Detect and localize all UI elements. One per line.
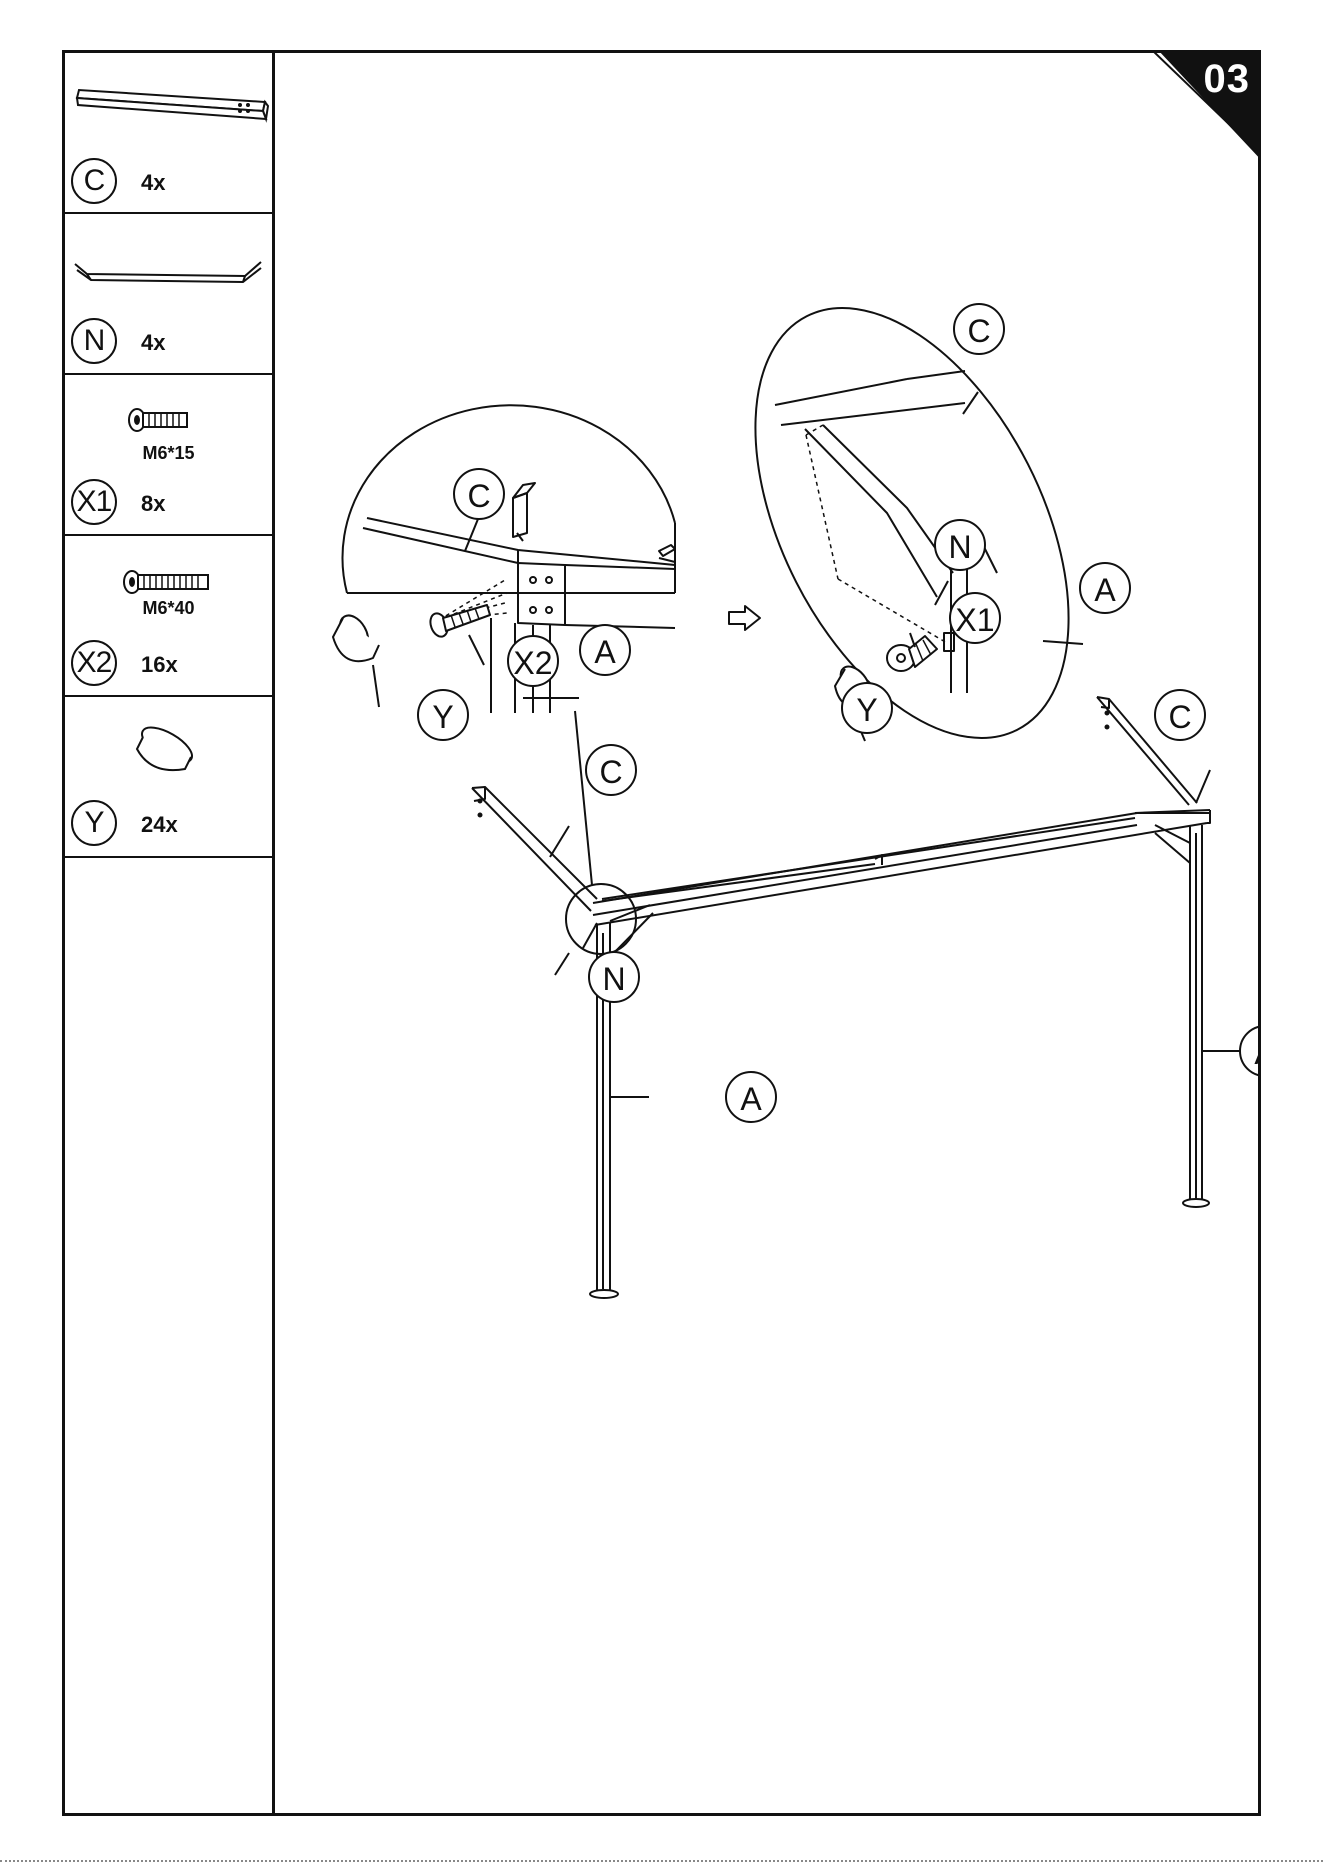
detail-circle-right [691, 257, 1133, 788]
instruction-sheet: C 4x N 4x M6 [62, 50, 1261, 1816]
arrow-right-icon [729, 606, 760, 630]
part-qty-x2: 16x [141, 652, 178, 678]
part-qty-c: 4x [141, 170, 165, 196]
part-qty-y: 24x [141, 812, 178, 838]
part-letter: N [84, 326, 105, 356]
part-letter: C [84, 166, 105, 196]
callout-c-detail-right: C [967, 313, 990, 349]
part-spec-x2: M6*40 [65, 598, 272, 619]
callout-c-detail-left: C [467, 478, 490, 514]
callout-c-frame-left: C [599, 754, 622, 790]
step-number: 03 [1204, 57, 1251, 102]
detail-circle-left [342, 405, 675, 593]
callout-x2: X2 [513, 645, 552, 681]
callout-n-frame: N [602, 961, 625, 997]
part-badge-x2: X2 [71, 640, 117, 686]
part-row-c: C 4x [65, 53, 272, 214]
callout-y-right: Y [856, 692, 877, 728]
callout-n-detail-right: N [948, 529, 971, 565]
part-badge-n: N [71, 318, 117, 364]
part-qty-x1: 8x [141, 491, 165, 517]
callout-x1: X1 [955, 602, 994, 638]
part-row-n: N 4x [65, 214, 272, 375]
callout-a-frame-right: A [1254, 1035, 1258, 1071]
part-letter: X1 [77, 487, 112, 517]
part-row-y: Y 24x [65, 697, 272, 858]
part-badge-c: C [71, 158, 117, 204]
page-bottom-rule [0, 1860, 1323, 1862]
callout-a-frame-left: A [740, 1081, 762, 1117]
part-spec-x1: M6*15 [65, 443, 272, 464]
callout-c-frame-right: C [1168, 699, 1191, 735]
part-row-x1: M6*15 X1 8x [65, 375, 272, 536]
callout-a-detail-right: A [1094, 572, 1116, 608]
part-qty-n: 4x [141, 330, 165, 356]
part-letter: Y [84, 808, 103, 838]
part-row-x2: M6*40 X2 16x [65, 536, 272, 697]
assembly-drawing: C X2 A Y C N X1 A Y C C N A A [275, 53, 1258, 1813]
part-badge-y: Y [71, 800, 117, 846]
parts-list: C 4x N 4x M6 [65, 53, 275, 1813]
part-letter: X2 [77, 648, 112, 678]
callout-y-left: Y [432, 699, 453, 735]
part-badge-x1: X1 [71, 479, 117, 525]
assembly-illustration: C X2 A Y C N X1 A Y C C N A A 03 [275, 53, 1258, 1813]
callout-a-detail-left: A [594, 634, 616, 670]
